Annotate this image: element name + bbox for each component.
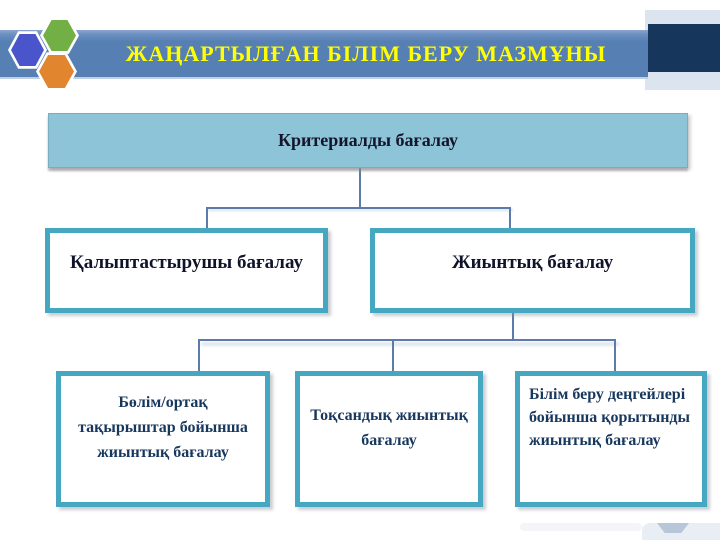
connector-drop-leaf-2 (392, 339, 394, 372)
leaf-2-line-1: Тоқсандық жиынтық (310, 407, 468, 424)
leaf-2-line-2: бағалау (361, 432, 417, 449)
branch-summative-label: Жиынтық бағалау (451, 251, 614, 273)
blue-hexagon-fill (11, 34, 44, 66)
connector-root-stem (359, 168, 361, 208)
leaf-1-line-3: жиынтық бағалау (97, 443, 229, 461)
diagram-root-box: Критериалды бағалау (48, 113, 688, 168)
diagram-leaf-final-summative: Білім беру деңгейлері бойынша қорытынды … (515, 371, 707, 507)
leaf-1-line-1: Бөлім/ортақ (118, 393, 208, 411)
orange-hexagon-fill (39, 55, 74, 88)
diagram-branch-formative: Қалыптастырушы бағалау (45, 228, 328, 313)
connector-drop-summative (509, 207, 511, 228)
footer-trapezoid-icon (657, 523, 689, 533)
orange-hexagon-icon (36, 52, 77, 91)
diagram-leaf-section-summative: Бөлім/ортақ тақырыштар бойынша жиынтық б… (56, 371, 270, 507)
connector-drop-formative (206, 207, 208, 228)
leaf-3-line-1: Білім беру деңгейлері (529, 386, 686, 403)
connector-drop-leaf-1 (198, 339, 200, 372)
diagram-leaf-quarter-summative: Тоқсандық жиынтық бағалау (295, 371, 483, 507)
leaf-1-line-2: тақырыштар бойынша (78, 418, 248, 436)
connector-level3-crossbar (198, 339, 616, 341)
green-hexagon-fill (43, 19, 76, 52)
connector-drop-leaf-3 (614, 339, 616, 372)
title-banner: ЖАҢАРТЫЛҒАН БІЛІМ БЕРУ МАЗМҰНЫ (0, 30, 648, 79)
diagram-branch-summative: Жиынтық бағалау (370, 228, 695, 313)
leaf-3-line-3: жиынтық бағалау (529, 432, 661, 449)
leaf-3-line-2: бойынша қорытынды (529, 409, 690, 426)
connector-summative-stem (512, 313, 514, 340)
header-navy-block (648, 24, 720, 72)
slide-title: ЖАҢАРТЫЛҒАН БІЛІМ БЕРУ МАЗМҰНЫ (125, 40, 607, 66)
connector-level2-crossbar (206, 207, 511, 209)
footer-faint-bar (520, 523, 642, 531)
root-box-label: Критериалды бағалау (277, 130, 459, 150)
branch-formative-label: Қалыптастырушы бағалау (70, 251, 303, 273)
